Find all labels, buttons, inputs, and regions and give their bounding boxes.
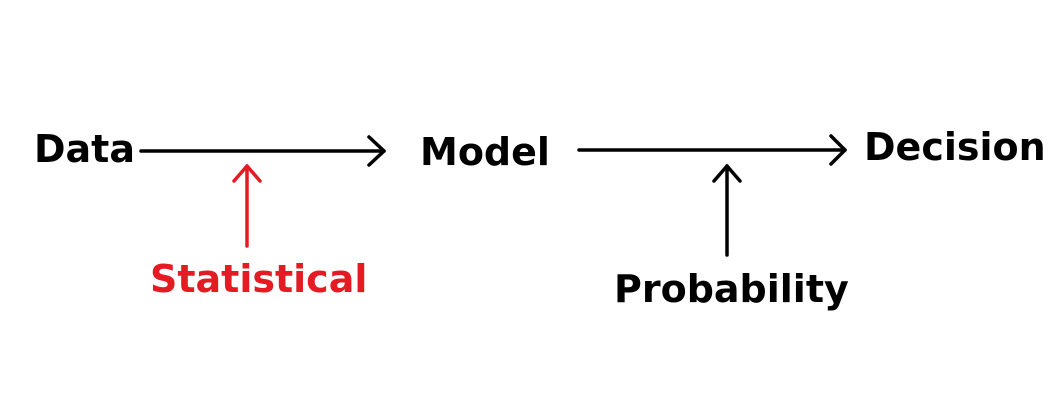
node-model-label: Model <box>420 130 550 174</box>
arrow-probability-influence <box>712 164 742 257</box>
node-decision-label: Decision <box>864 125 1046 169</box>
node-data-label: Data <box>34 127 135 171</box>
statistical-label: Statistical <box>150 257 368 301</box>
arrow-data-to-model <box>139 135 386 167</box>
arrow-model-to-decision <box>577 134 847 166</box>
arrow-statistical-influence <box>232 164 262 248</box>
probability-label: Probability <box>614 267 849 311</box>
